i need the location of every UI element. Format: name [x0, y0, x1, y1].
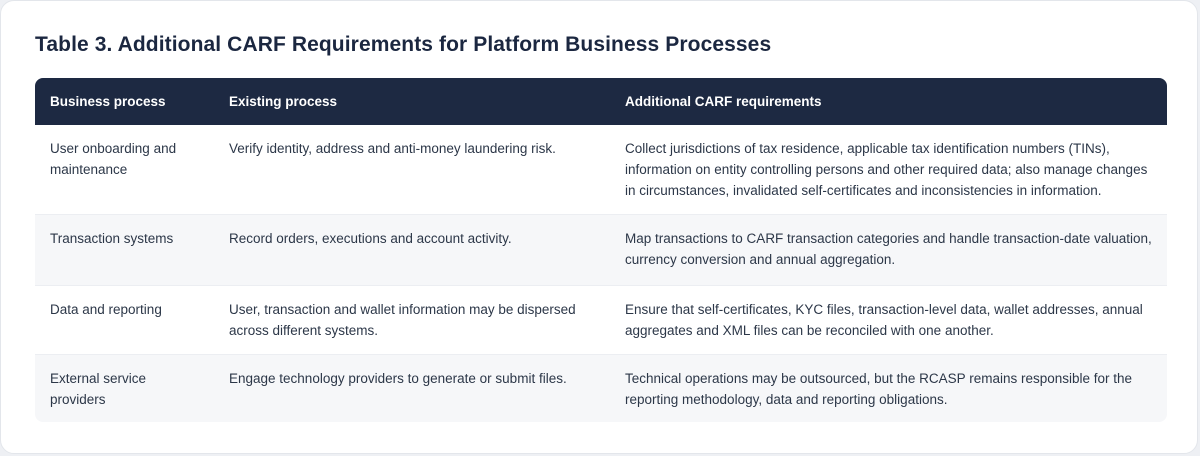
cell-carf-requirements: Technical operations may be outsourced, … — [625, 370, 1133, 407]
table-header: Business process Existing process Additi… — [35, 78, 1167, 125]
header-carf-requirements: Additional CARF requirements — [625, 94, 822, 109]
cell-business-process: Transaction systems — [50, 230, 174, 246]
cell-existing-process: User, transaction and wallet information… — [229, 301, 576, 338]
cell-carf-requirements: Map transactions to CARF transaction cat… — [625, 230, 1152, 267]
table-row: Transaction systems Record orders, execu… — [35, 214, 1167, 285]
cell-existing-process: Engage technology providers to generate … — [229, 370, 567, 386]
header-business-process: Business process — [50, 94, 166, 109]
cell-existing-process: Verify identity, address and anti-money … — [229, 141, 556, 156]
cell-existing-process: Record orders, executions and account ac… — [229, 230, 512, 246]
cell-carf-requirements: Collect jurisdictions of tax residence, … — [625, 141, 1148, 198]
table-row: Data and reporting User, transaction and… — [35, 285, 1167, 354]
cell-business-process: External service providers — [50, 370, 147, 407]
cell-business-process: User onboarding and maintenance — [50, 141, 177, 177]
header-existing-process: Existing process — [229, 94, 338, 109]
table-row: External service providers Engage techno… — [35, 354, 1167, 422]
table-row: User onboarding and maintenance Verify i… — [35, 125, 1167, 214]
header-row: Business process Existing process Additi… — [35, 78, 1167, 125]
requirements-table-container: Business process Existing process Additi… — [35, 78, 1167, 422]
table-body: User onboarding and maintenance Verify i… — [35, 125, 1167, 422]
cell-business-process: Data and reporting — [50, 301, 162, 317]
page-title: Table 3. Additional CARF Requirements fo… — [35, 33, 772, 56]
cell-carf-requirements: Ensure that self-certificates, KYC files… — [625, 301, 1143, 338]
requirements-table: Business process Existing process Additi… — [35, 78, 1167, 422]
